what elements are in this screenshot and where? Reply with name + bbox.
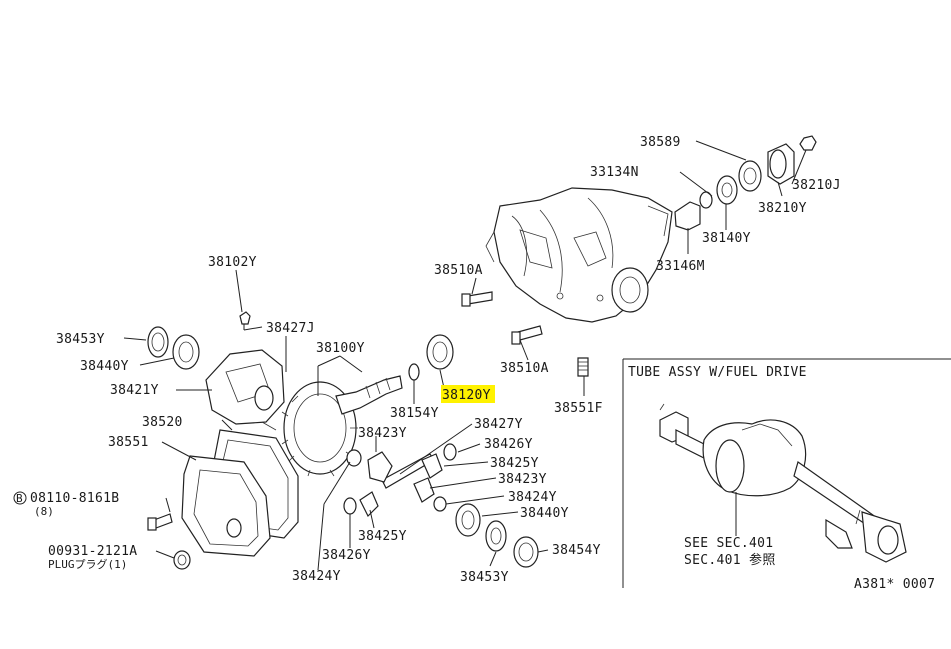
leader-lines [123,140,807,571]
label-08110-circle: B [16,492,23,505]
label-38551: 38551 [108,435,149,450]
label-38120Y: 38120Y [442,388,491,403]
label-38425Y-bottom: 38425Y [358,529,407,544]
diagram-code: A381* 0007 [854,577,935,592]
axle-tube-drawing [659,403,907,563]
label-38424Y-bottom: 38424Y [292,569,341,584]
label-38427Y: 38427Y [474,417,523,432]
label-38426Y-top: 38426Y [484,437,533,452]
bolts [461,291,589,377]
label-38440Y-left: 38440Y [80,359,129,374]
label-38100Y: 38100Y [316,341,365,356]
part-labels: 38589 33134N 38210J 38210Y 38140Y 33146M… [13,135,841,585]
label-38589: 38589 [640,135,681,150]
label-38510A-top: 38510A [434,263,483,278]
label-08110-8161B: 08110-8161B [30,491,119,506]
label-38423Y-mid: 38423Y [498,472,547,487]
label-38210Y: 38210Y [758,201,807,216]
label-38427J: 38427J [266,321,315,336]
label-38426Y-bottom: 38426Y [322,548,371,563]
differential-carrier [485,187,673,323]
inset-see-line1: SEE SEC.401 [684,536,773,551]
label-08110-qty: (8) [34,505,54,518]
label-38423Y-top: 38423Y [358,426,407,441]
label-38454Y: 38454Y [552,543,601,558]
inset-title: TUBE ASSY W/FUEL DRIVE [628,365,807,380]
label-33146M: 33146M [656,259,705,274]
label-38425Y-top: 38425Y [490,456,539,471]
label-00931-2121A: 00931-2121A [48,544,137,559]
circle-b-marker [13,491,27,505]
pinion-parts [674,135,817,231]
label-33134N: 33134N [590,165,639,180]
label-38510A-bottom: 38510A [500,361,549,376]
inset-box: TUBE ASSY W/FUEL DRIVE SEE SEC.401 SEC.4… [622,358,951,588]
label-38140Y: 38140Y [702,231,751,246]
inset-see-line2: SEC.401 参照 [684,552,776,568]
label-38210J: 38210J [792,178,841,193]
diff-case [147,311,285,431]
label-38421Y: 38421Y [110,383,159,398]
internal-gears [343,443,539,568]
label-38551F: 38551F [554,401,603,416]
label-38453Y-right: 38453Y [460,570,509,585]
label-38154Y: 38154Y [390,406,439,421]
cover [147,429,299,570]
label-38102Y: 38102Y [208,255,257,270]
label-38453Y-left: 38453Y [56,332,105,347]
highlight-38120Y [441,385,495,403]
label-38520: 38520 [142,415,183,430]
label-plug: PLUGプラグ(1) [48,557,127,571]
label-38424Y-right: 38424Y [508,490,557,505]
label-38440Y-right: 38440Y [520,506,569,521]
